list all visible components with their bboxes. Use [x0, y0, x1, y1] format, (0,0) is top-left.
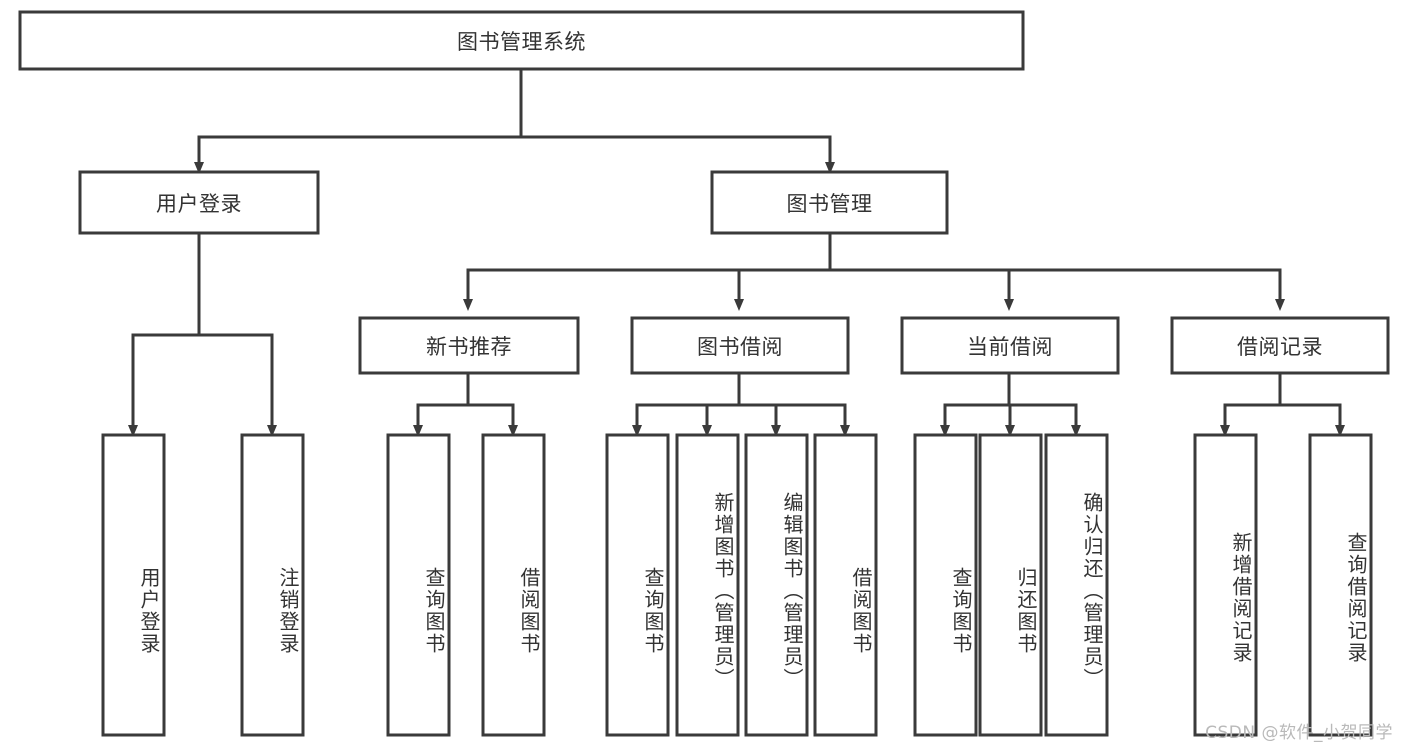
node-box-new-book-recommend[interactable]	[358, 316, 580, 375]
node-box-book-borrow[interactable]	[630, 316, 850, 375]
node-box-leaf-borrow-record-0[interactable]	[1193, 433, 1258, 737]
node-box-leaf-new-book-0[interactable]	[386, 433, 451, 737]
node-box-user-login[interactable]	[78, 170, 320, 235]
node-box-leaf-borrow-record-1[interactable]	[1308, 433, 1373, 737]
node-box-leaf-book-borrow-3[interactable]	[813, 433, 878, 737]
node-box-leaf-book-borrow-2[interactable]	[744, 433, 809, 737]
watermark-text: CSDN @软件_小贺同学	[1205, 723, 1393, 743]
node-box-leaf-new-book-1[interactable]	[481, 433, 546, 737]
node-box-leaf-book-borrow-0[interactable]	[605, 433, 670, 737]
node-box-root[interactable]	[18, 10, 1025, 71]
node-box-book-manage[interactable]	[710, 170, 949, 235]
node-box-leaf-current-borrow-1[interactable]	[978, 433, 1043, 737]
node-box-borrow-record[interactable]	[1170, 316, 1390, 375]
node-box-leaf-book-borrow-1[interactable]	[675, 433, 740, 737]
node-box-leaf-user-login-1[interactable]	[240, 433, 305, 737]
node-box-leaf-user-login-0[interactable]	[101, 433, 166, 737]
node-box-leaf-current-borrow-2[interactable]	[1044, 433, 1109, 737]
node-box-current-borrow[interactable]	[900, 316, 1120, 375]
node-box-leaf-current-borrow-0[interactable]	[913, 433, 978, 737]
